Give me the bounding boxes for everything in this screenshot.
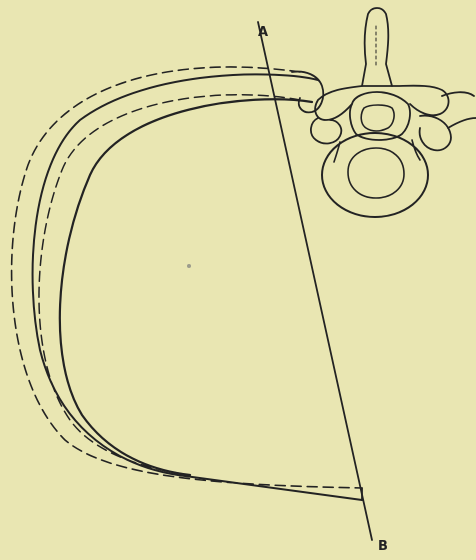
center-point: [187, 264, 191, 268]
label-a: A: [258, 25, 268, 40]
label-b: B: [378, 539, 388, 554]
